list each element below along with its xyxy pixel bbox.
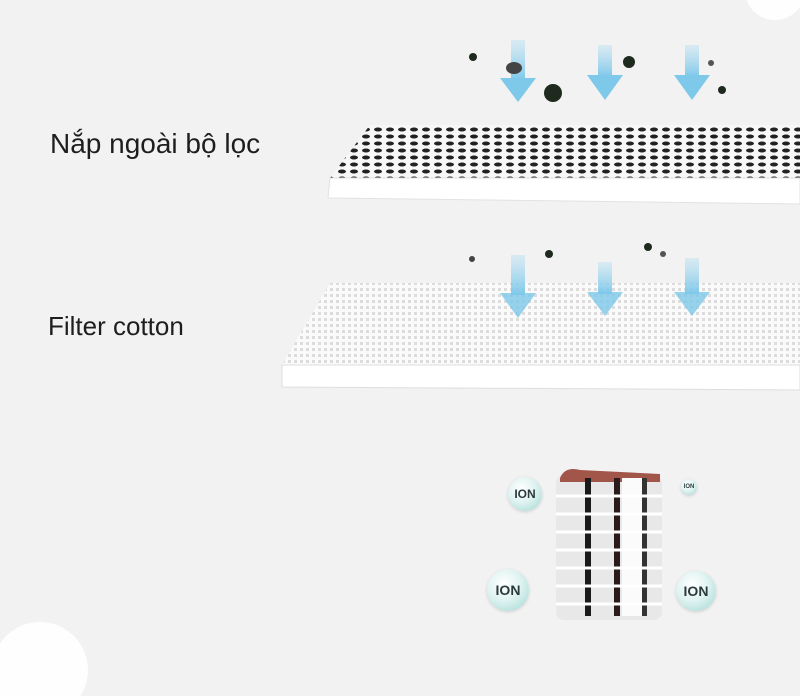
dust-particles <box>469 53 726 262</box>
arrow-icon <box>587 262 623 316</box>
sphere-decoration <box>746 0 800 20</box>
arrow-icon <box>674 258 710 316</box>
filter-cotton-label: Filter cotton <box>48 311 184 341</box>
ion-bubble: ION <box>487 569 529 611</box>
arrow-icon <box>587 45 623 100</box>
ion-bubble: ION <box>676 571 716 611</box>
ion-bubble: ION <box>681 479 697 495</box>
airflow-arrows <box>500 40 710 318</box>
arrow-icon <box>674 45 710 100</box>
cotton-mesh-sheet <box>281 283 800 391</box>
cover-plate-label: Nắp ngoài bộ lọc <box>50 128 261 159</box>
ion-bubble: ION <box>508 477 542 511</box>
perforated-cover-plate <box>327 125 800 205</box>
ion-generator <box>556 469 662 620</box>
arrow-icon <box>500 255 536 318</box>
sphere-decoration <box>0 622 88 696</box>
